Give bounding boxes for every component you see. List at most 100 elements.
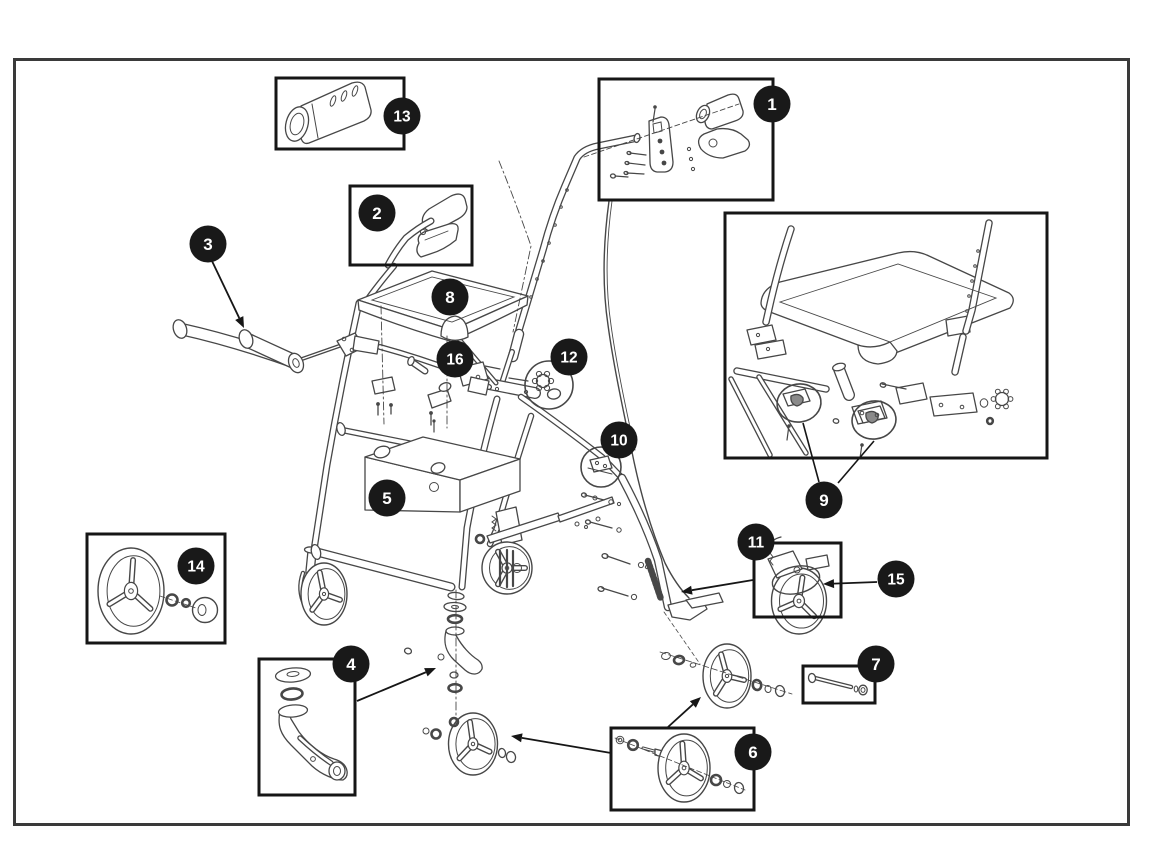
art-line [311, 103, 319, 139]
highlight-ring [851, 400, 897, 440]
brake-rod [557, 496, 615, 523]
armrest-sleeve [240, 333, 302, 369]
hardware-ellipse [626, 738, 640, 752]
hardware-ellipse [832, 418, 840, 424]
art-line [584, 494, 605, 501]
wheel-hub [721, 668, 733, 683]
callout-circle-12 [550, 338, 588, 376]
hardware-dot [967, 294, 971, 298]
wheel-hub-hole [724, 673, 730, 679]
seat-detail-bumper [857, 341, 898, 365]
illustration-art [97, 81, 1014, 803]
highlight-ring [580, 446, 622, 488]
callout-number-6: 6 [748, 743, 757, 762]
art-line [881, 383, 907, 390]
hardware-dot [429, 411, 433, 415]
hardware-dot [859, 410, 865, 416]
caster-fork-exploded [444, 629, 483, 675]
hardware-ellipse [985, 416, 995, 426]
hardware-ellipse [328, 761, 346, 781]
art-line [424, 230, 449, 241]
hardware-ellipse [615, 735, 625, 745]
art-line [601, 587, 629, 597]
wheel-spoke [801, 603, 816, 618]
callout-circle-1 [753, 85, 791, 123]
hardware-ellipse [280, 687, 304, 701]
wheel-rim [106, 555, 161, 627]
callout-number-4: 4 [346, 655, 356, 674]
wheel-spoke [719, 652, 728, 673]
hardware-ellipse [238, 329, 254, 349]
wheel-spoke [318, 570, 325, 591]
callout-number-9: 9 [819, 491, 828, 510]
inset-box-part-15 [752, 541, 843, 619]
pointer-arrow-line [521, 736, 612, 754]
wheel-spoke [778, 601, 796, 611]
callout-number-11: 11 [748, 535, 765, 552]
hardware-dot [755, 332, 761, 338]
pointer-arrow-line [691, 579, 754, 592]
pointer-arrow-head [689, 697, 701, 708]
rear-lower-leg [619, 475, 671, 610]
pointer-arrow-line [833, 581, 878, 585]
detail-tube [963, 220, 992, 334]
art-line [652, 121, 663, 134]
hardware-ellipse [807, 672, 817, 684]
hardware-ellipse [853, 685, 859, 693]
wheel-spoke [326, 593, 342, 602]
hardware-dot [644, 564, 650, 570]
callout-number-16: 16 [446, 352, 464, 369]
art-line [627, 162, 646, 166]
hardware-ellipse [287, 352, 305, 374]
hardware-ellipse [197, 604, 207, 616]
hardware-dot [494, 386, 500, 392]
brake-tab-inset-art [805, 554, 830, 571]
hardware-ellipse [505, 750, 517, 764]
wheel-spoke [468, 720, 474, 741]
wheel-hub [123, 581, 139, 601]
wheel-spoke [667, 769, 682, 784]
callout-number-8: 8 [445, 288, 454, 307]
hardware-ellipse [979, 398, 989, 408]
art-line [629, 152, 647, 156]
seat-detail-clamp [895, 382, 928, 405]
callout-number-5: 5 [382, 489, 391, 508]
hardware-ellipse [340, 90, 348, 102]
pointer-arrow-line [211, 260, 241, 319]
hardware-dot [389, 403, 393, 407]
seat-latch [427, 388, 452, 409]
lower-side-tube [313, 548, 455, 591]
page-border [13, 58, 1130, 826]
detail-tube [729, 377, 772, 457]
art-line [659, 651, 793, 695]
hardware-ellipse [443, 601, 467, 613]
basket-side [459, 458, 521, 513]
callout-circle-11 [737, 523, 775, 561]
hardware-dot [574, 521, 580, 527]
hardware-dot [959, 404, 965, 410]
hardware-ellipse [336, 421, 346, 437]
wheel-rim [779, 573, 824, 629]
callout-circle-15 [877, 560, 915, 598]
hardware-dot [541, 259, 545, 263]
callout-circle-6 [734, 733, 772, 771]
detail-tube [385, 218, 434, 268]
pointer-arrow-head [681, 585, 693, 595]
pointer-arrow-head [823, 579, 835, 589]
hardware-ellipse [832, 362, 846, 372]
handle-clamp-inset-art [648, 116, 674, 173]
hardware-dot [970, 279, 974, 283]
detail-tube [642, 747, 655, 752]
hardware-dot [787, 424, 791, 428]
inset-box-part-2 [348, 184, 474, 267]
hardware-ellipse [535, 373, 551, 389]
art-line [491, 515, 497, 532]
hardware-ellipse [733, 781, 745, 795]
hardware-ellipse [774, 684, 786, 698]
latch-stub [409, 359, 428, 374]
hardware-ellipse [277, 704, 309, 718]
wheel-spoke [310, 596, 323, 612]
hardware-ellipse [191, 596, 219, 624]
